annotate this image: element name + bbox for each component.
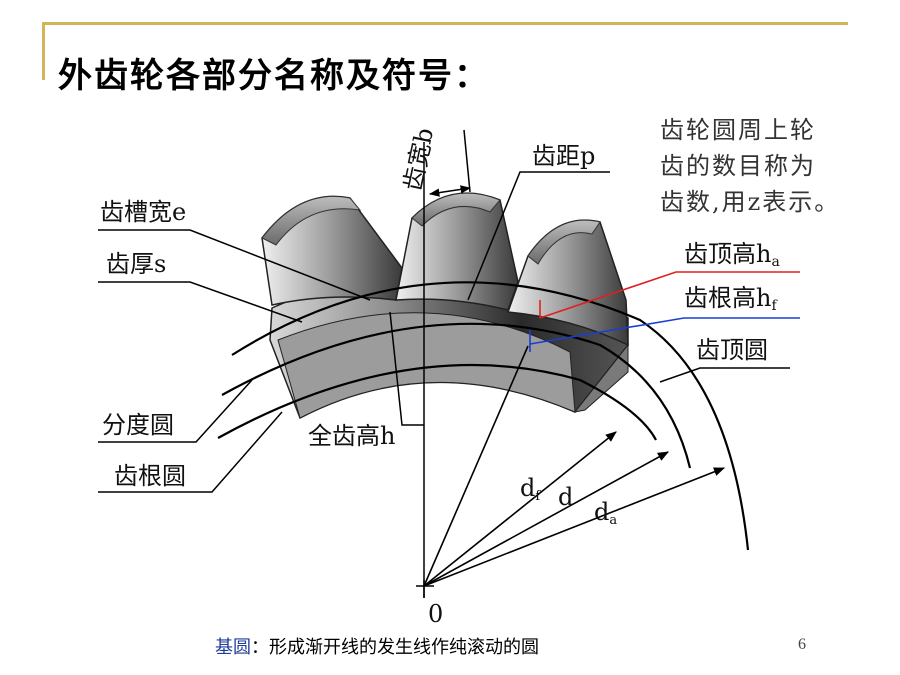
label-space-width: 齿槽宽e <box>100 198 186 226</box>
leader-thickness <box>98 281 303 323</box>
leader-pitch <box>467 171 610 301</box>
label-root-circle: 齿根圆 <box>114 462 186 490</box>
note-line-3: 齿数,用z表示。 <box>660 188 841 216</box>
label-pitch: 齿距p <box>532 142 595 170</box>
label-total-depth: 全齿高h <box>308 422 395 450</box>
label-tip-circle: 齿顶圆 <box>696 336 768 364</box>
label-df: df <box>520 474 541 504</box>
root-circle-arc <box>217 363 657 441</box>
d-line <box>423 451 669 587</box>
side-rule <box>42 22 45 80</box>
leader-root-circle <box>98 411 283 493</box>
leader-space-width <box>98 229 371 301</box>
leader-pitch-circle <box>98 379 253 443</box>
label-d: d <box>558 483 573 511</box>
gear-tooth-middle <box>395 192 519 311</box>
caption-text: ：形成渐开线的发生线作纯滚动的圆 <box>251 637 539 658</box>
leader-total-depth <box>389 311 424 426</box>
label-pitch-circle: 分度圆 <box>102 411 174 439</box>
top-rule <box>42 22 848 25</box>
page-number: 6 <box>798 636 806 653</box>
pitch-circle-arc <box>221 322 692 469</box>
label-thickness: 齿厚s <box>106 250 166 278</box>
note-line-2: 齿的数目称为 <box>660 152 816 180</box>
note-line-1: 齿轮圆周上轮 <box>660 116 816 144</box>
label-dedendum: 齿根高hf <box>684 284 778 314</box>
df-line <box>423 431 617 587</box>
caption-keyword: 基圆 <box>215 637 251 658</box>
label-addendum: 齿顶高ha <box>684 240 780 270</box>
addendum-leader <box>539 271 800 319</box>
tooth-count-note: 齿轮圆周上轮 齿的数目称为 齿数,用z表示。 <box>660 112 860 220</box>
label-origin: 0 <box>428 600 443 628</box>
da-line <box>423 467 726 587</box>
dedendum-leader <box>529 317 800 352</box>
label-tooth-width: 齿宽b <box>398 125 439 193</box>
gear-teeth <box>261 192 629 413</box>
label-da: da <box>594 498 617 528</box>
slide-title: 外齿轮各部分名称及符号： <box>58 56 490 96</box>
base-circle-caption: 基圆：形成渐开线的发生线作纯滚动的圆 <box>215 633 539 659</box>
gear-tooth-left <box>261 195 403 306</box>
tip-circle-arc <box>231 281 750 551</box>
leader-tip-circle <box>659 367 790 383</box>
